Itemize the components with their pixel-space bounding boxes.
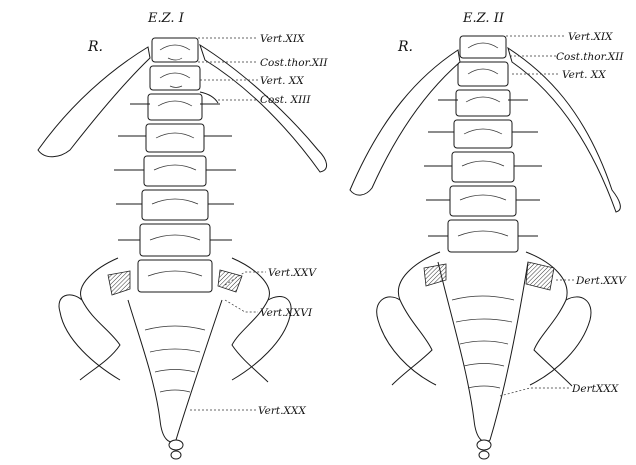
figure-1-label-cost-xiii: Cost. XIII (260, 94, 311, 106)
figure-1-small-rib (200, 92, 218, 103)
figure-2-label-vert-xx: Vert. XX (562, 69, 606, 81)
figure-2-title: E.Z. II (462, 11, 505, 26)
figure-2-label-dert-xxv: Dert.XXV (575, 275, 627, 287)
figure-2-label-vert-xix: Vert.XIX (568, 31, 613, 43)
figure-ez-2: E.Z. II R. (350, 11, 627, 459)
figure-2-label-cost-thor-xii: Cost.thor.XII (556, 51, 624, 63)
figure-2-side-marker: R. (397, 39, 413, 55)
figure-1-title: E.Z. I (147, 11, 185, 26)
figure-1-label-cost-thor-xii: Cost.thor.XII (260, 57, 328, 69)
figure-1-label-vert-xxx: Vert.XXX (258, 405, 306, 417)
figure-2-pelvis (377, 252, 591, 459)
figure-1-label-vert-xxv: Vert.XXV (268, 267, 317, 279)
figure-1-label-vert-xx: Vert. XX (260, 75, 304, 87)
figure-1-leader-vert-xxvi (225, 300, 258, 312)
figure-2-left-rib (350, 50, 460, 195)
figure-1-label-vert-xix: Vert.XIX (260, 33, 305, 45)
figure-2-leader-dert-xxx (500, 388, 570, 396)
figure-ez-1: E.Z. I R. (38, 11, 328, 459)
figure-1-left-rib (38, 47, 150, 157)
figure-1-side-marker: R. (87, 39, 103, 55)
figure-2-spine (424, 36, 542, 252)
figure-2-label-dert-xxx: DertXXX (571, 383, 619, 395)
figure-1-label-vert-xxvi: Vert.XXVI (260, 307, 313, 319)
